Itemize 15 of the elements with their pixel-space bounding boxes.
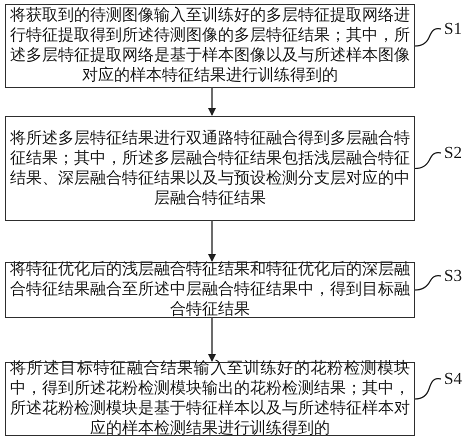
step-label: S4: [444, 370, 462, 388]
process-box: 将所述多层特征结果进行双通路特征融合得到多层融合特征结果；其中，所述多层融合特征结果包括浅层融合特征结果、深层融合特征结果以及与预设检测分支层对应的中层融合特征结果: [5, 116, 415, 221]
step-label: S3: [444, 267, 462, 285]
process-box: 将特征优化后的浅层融合特征结果和特征优化后的深层融合特征结果融合至所述中层融合特征结果中，得到目标融合特征结果: [5, 262, 415, 318]
leader-line: [414, 28, 442, 47]
process-box: 将获取到的待测图像输入至训练好的多层特征提取网络进行特征提取得到所述待测图像的多层特征结果；其中，所述多层特征提取网络是基于样本图像以及与所述样本图像对应的样本特征结果进行训练得到的: [5, 4, 415, 88]
arrow: [208, 318, 216, 362]
arrow: [208, 88, 216, 116]
process-box: 将所述目标特征融合结果输入至训练好的花粉检测模块中，得到所述花粉检测模块输出的花粉检测结果；其中，所述花粉检测模块是基于特征样本以及与所述特征样本对应的样本检测结果进行训练得到的: [5, 362, 415, 436]
leader-line: [414, 274, 442, 291]
leader-line: [414, 152, 442, 170]
arrow: [208, 221, 216, 262]
step-label: S2: [444, 144, 462, 162]
leader-line: [414, 378, 442, 400]
step-label: S1: [444, 20, 462, 38]
